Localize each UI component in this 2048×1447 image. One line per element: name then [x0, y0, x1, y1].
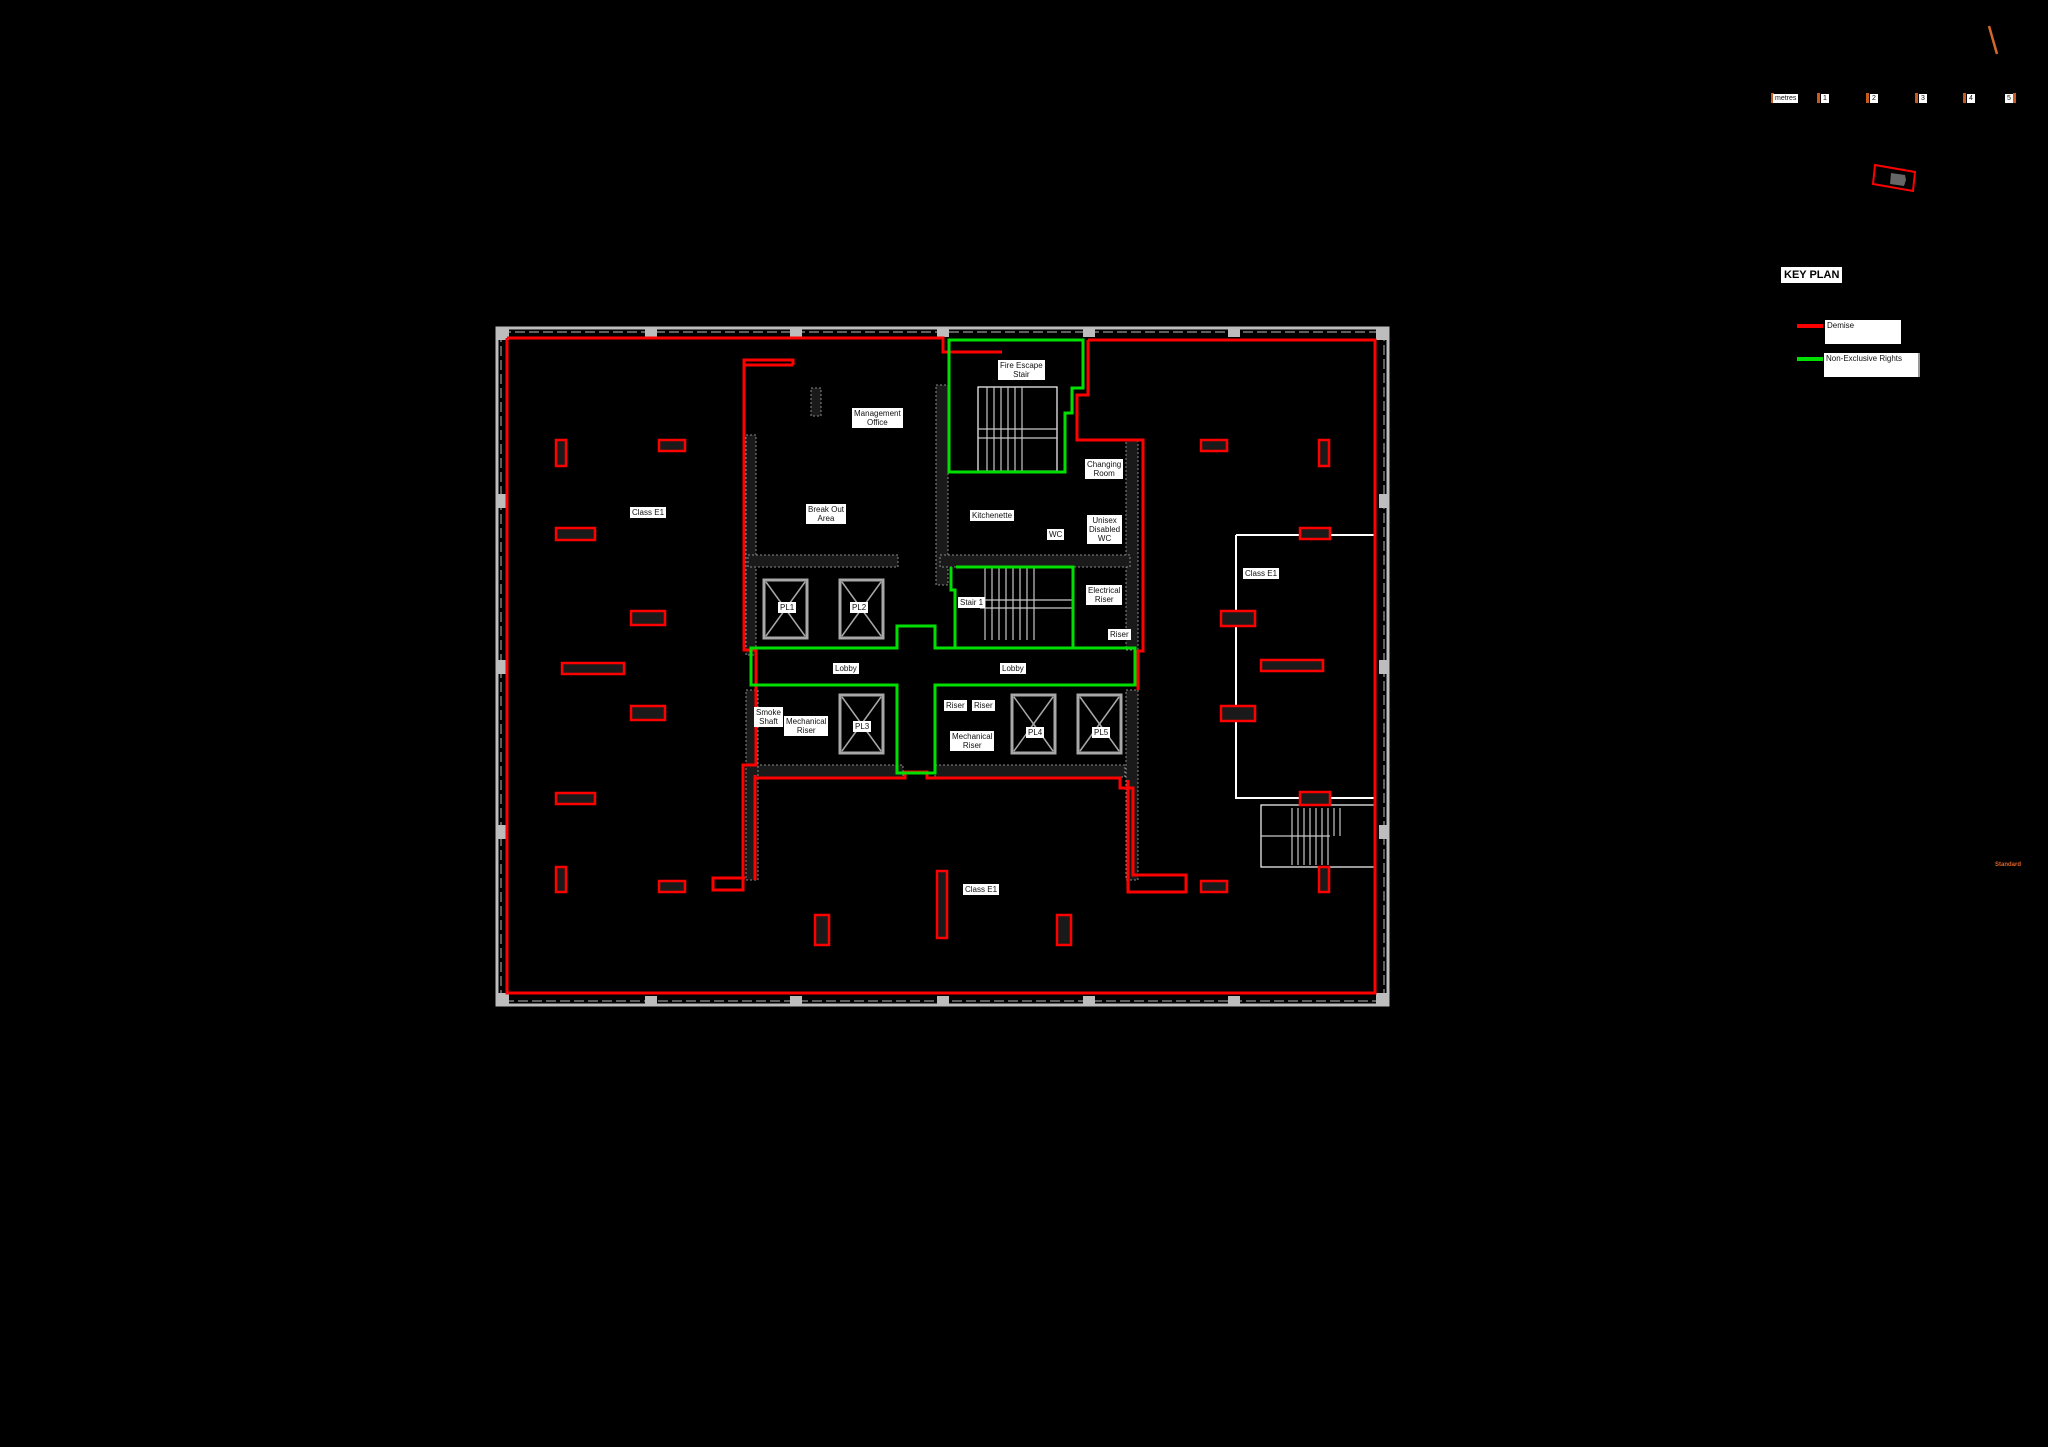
scale-tick-5: 5 [2005, 94, 2013, 103]
lift-label-pl5: PL5 [1092, 727, 1111, 738]
footer-note: Standard [1995, 862, 2022, 868]
room-label-changing-room: Changing Room [1085, 459, 1124, 479]
structural-columns [554, 438, 1332, 947]
scale-unit-label: metres [1773, 94, 1799, 103]
legend-non-exclusive-label: Non-Exclusive Rights [1824, 353, 1920, 377]
room-label-class-e1-west: Class E1 [630, 507, 667, 518]
scale-tick-3: 3 [1919, 94, 1927, 103]
room-label-riser-2: Riser [972, 700, 995, 711]
legend-demise-swatch [1797, 324, 1823, 328]
room-label-class-e1-south: Class E1 [963, 884, 1000, 895]
lift-label-pl1: PL1 [778, 602, 797, 613]
scale-tick-2: 2 [1870, 94, 1878, 103]
scale-tick-1: 1 [1821, 94, 1829, 103]
key-plan-title: KEY PLAN [1781, 267, 1843, 283]
core-walls [745, 384, 1139, 881]
lift-shafts [762, 578, 1123, 755]
north-arrow-icon [1987, 25, 1999, 55]
key-plan-thumbnail [1872, 163, 1917, 193]
room-label-unisex-disabled-wc: Unisex Disabled WC [1087, 515, 1123, 544]
room-label-electrical-riser: Electrical Riser [1086, 585, 1123, 605]
east-stair [1260, 804, 1376, 868]
lift-label-pl4: PL4 [1026, 727, 1045, 738]
scale-tick-4: 4 [1967, 94, 1975, 103]
room-label-break-out-area: Break Out Area [806, 504, 847, 524]
facade-columns [497, 328, 1388, 1005]
room-label-stair-1: Stair 1 [958, 597, 986, 608]
room-label-lobby-west: Lobby [833, 663, 859, 674]
room-label-fire-escape-stair: Fire Escape Stair [998, 360, 1045, 380]
room-label-mechanical-riser-west: Mechanical Riser [784, 716, 829, 736]
fire-escape-stair-treads [977, 386, 1058, 472]
room-label-mechanical-riser-east: Mechanical Riser [950, 731, 995, 751]
room-label-riser-1: Riser [944, 700, 967, 711]
room-label-riser-east: Riser [1108, 629, 1131, 640]
room-label-lobby-east: Lobby [1000, 663, 1026, 674]
room-label-management-office: Management Office [852, 408, 903, 428]
non-exclusive-boundary [749, 338, 1137, 775]
legend-demise-label: Demise [1825, 320, 1901, 344]
lift-label-pl3: PL3 [853, 721, 872, 732]
lift-label-pl2: PL2 [850, 602, 869, 613]
room-label-smoke-shaft: Smoke Shaft [754, 707, 783, 727]
room-label-kitchenette: Kitchenette [970, 510, 1015, 521]
legend-non-exclusive-swatch [1797, 357, 1823, 361]
room-label-class-e1-east: Class E1 [1243, 568, 1280, 579]
room-label-wc: WC [1047, 529, 1065, 540]
stair-1-treads [980, 567, 1072, 640]
